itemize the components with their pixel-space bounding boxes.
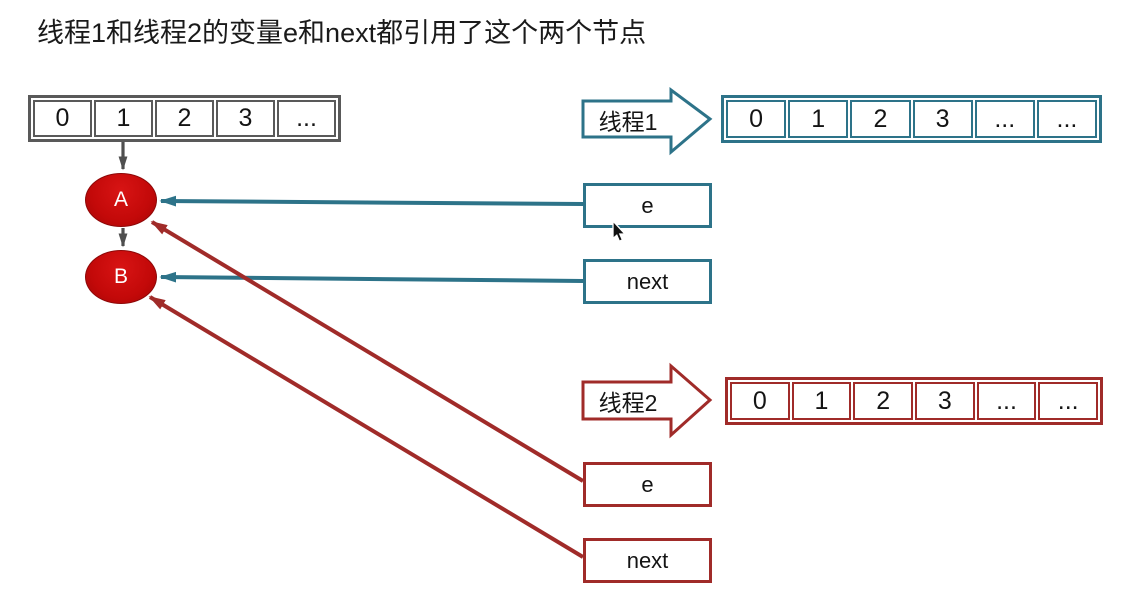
node-a-label: A: [113, 188, 128, 211]
array-cell: ...: [277, 100, 336, 137]
array-cell: 2: [850, 100, 911, 138]
node-b: B: [85, 250, 157, 304]
node-a: A: [85, 173, 157, 227]
thread2-e-box: e: [583, 462, 712, 507]
array-cell: 1: [791, 382, 852, 420]
thread1-next-arrow: [159, 271, 584, 283]
array-cell: 3: [915, 382, 975, 420]
thread2-block-arrow: [581, 362, 713, 439]
array-cell: 1: [788, 100, 849, 138]
array-cell: ...: [1036, 100, 1098, 138]
thread1-e-arrow: [159, 195, 584, 207]
array-cell: 2: [853, 382, 914, 420]
thread1-array: 0 1 2 3 ... ...: [721, 95, 1102, 143]
thread1-e-box: e: [583, 183, 712, 228]
page-title: 线程1和线程2的变量e和next都引用了这个两个节点: [37, 18, 647, 48]
thread2-e-arrow: [150, 220, 585, 483]
array-cell: 0: [726, 100, 787, 138]
array-cell: ...: [974, 100, 1035, 138]
thread1-next-box: next: [583, 259, 712, 304]
thread2-next-box: next: [583, 538, 712, 583]
array-cell: 0: [730, 382, 790, 420]
thread1-block-arrow: [581, 87, 713, 156]
thread2-next-arrow: [148, 295, 585, 559]
thread2-array: 0 1 2 3 ... ...: [725, 377, 1103, 425]
thread2-label: 线程2: [598, 389, 658, 416]
array-cell: 3: [216, 100, 275, 137]
array-cell: 0: [33, 100, 92, 137]
thread1-label: 线程1: [598, 108, 658, 135]
array-cell: 3: [912, 100, 973, 138]
array-cell: ...: [1038, 382, 1099, 420]
shared-node-array: 0 1 2 3 ...: [28, 95, 341, 142]
array-cell: ...: [976, 382, 1037, 420]
array-cell: 1: [94, 100, 153, 137]
array-cell: 2: [155, 100, 214, 137]
node-b-label: B: [113, 265, 128, 288]
